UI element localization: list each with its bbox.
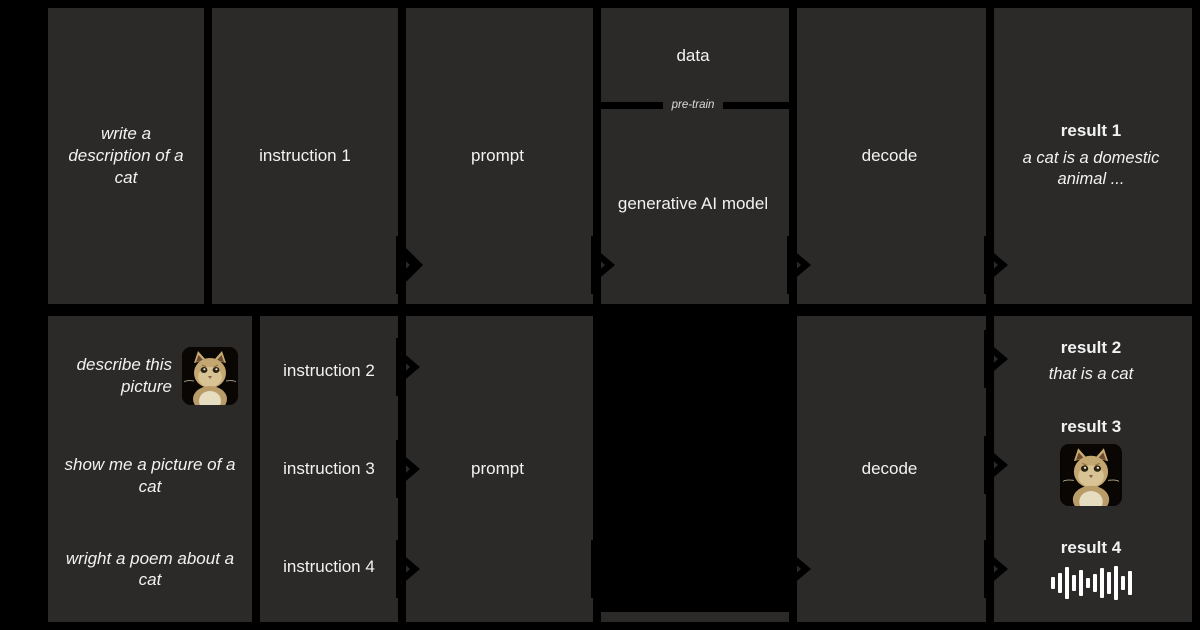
multimodal-instruction-panel[interactable]: instruction 2 instruction 3 instruction … [260,316,398,622]
unimodal-data-label: data [676,46,710,66]
unimodal-input-text: write a description of a cat [68,124,184,187]
multimodal-input-text-1: describe this picture [76,355,172,396]
bottom-border [0,622,1200,630]
multimodal-input-text-2: show me a picture of a cat [64,455,236,497]
divider-unimodal-input-instruction-b [204,146,212,308]
multimodal-result-title-2: result 3 [1060,416,1122,436]
top-border [0,0,1200,8]
multimodal-instruction-item-1[interactable]: instruction 2 [274,360,384,382]
row-separator [0,304,1200,316]
multimodal-input-text-3: wright a poem about a cat [65,548,235,590]
waveform-bar [1085,577,1090,588]
divider-multimodal-instruction-prompt [398,312,406,630]
divider-unimodal-prompt-model [593,0,601,308]
multimodal-instruction-label-2: instruction 3 [283,459,375,479]
waveform-bar [1050,576,1055,589]
unimodal-decode-label: decode [861,146,918,166]
multimodal-prompt-label: prompt [471,459,524,479]
unimodal-prompt-label: prompt [471,146,524,166]
multimodal-input-item-2[interactable]: show me a picture of a cat [62,454,238,498]
multimodal-result-title-1: result 2 [1060,338,1122,358]
divider-unimodal-input-instruction-a [204,0,212,126]
divider-multimodal-decode-result [986,312,994,630]
multimodal-result-title-3: result 4 [1060,537,1122,557]
divider-unimodal-model-decode [789,0,797,308]
waveform-bar [1078,569,1083,596]
divider-multimodal-input-instruction [252,312,260,630]
multimodal-decode-panel[interactable]: decode [793,316,986,622]
multimodal-input-panel[interactable]: describe this picture [48,316,252,622]
unimodal-model-panel[interactable]: data pre-train generative AI model [597,8,790,304]
divider-unimodal-decode-result [986,0,994,308]
waveform-bar [1099,567,1104,598]
waveform-bar [1064,566,1069,599]
waveform-bar [1106,571,1111,594]
divider-multimodal-model-decode [789,312,797,630]
waveform-bar [1071,574,1076,591]
unimodal-result-title: result 1 [1060,120,1122,140]
multimodal-instruction-label-1: instruction 2 [283,361,375,381]
unimodal-decode-panel[interactable]: decode [793,8,986,304]
multimodal-result-item-2[interactable]: result 3 [1004,416,1178,507]
multimodal-instruction-label-3: instruction 4 [283,557,375,577]
multimodal-result-item-3[interactable]: result 4 [1004,537,1178,601]
multimodal-instruction-item-2[interactable]: instruction 3 [274,458,384,480]
unimodal-prompt-panel[interactable]: prompt [402,8,593,304]
multimodal-instruction-item-3[interactable]: instruction 4 [274,556,384,578]
waveform-bar [1113,565,1118,600]
multimodal-result-text-1: that is a cat [1048,365,1134,384]
cat-photo-icon [182,346,238,405]
unimodal-model-label: generative AI model [617,194,769,214]
audio-waveform-icon [1050,565,1132,601]
left-border [0,0,48,630]
multimodal-input-item-1[interactable]: describe this picture [62,346,238,405]
multimodal-decode-label: decode [861,459,918,479]
divider-unimodal-instruction-prompt [398,0,406,308]
multimodal-result-item-1[interactable]: result 2 that is a cat [1004,337,1178,385]
waveform-bar [1057,572,1062,593]
divider-multimodal-prompt-model [593,312,601,630]
unimodal-instruction-label: instruction 1 [259,146,351,166]
waveform-bar [1120,575,1125,590]
waveform-bar [1127,570,1132,595]
unimodal-input-panel[interactable]: write a description of a cat [48,8,204,304]
unimodal-instruction-panel[interactable]: instruction 1 [212,8,398,304]
multimodal-prompt-panel[interactable]: prompt [402,316,593,622]
cat-photo-icon [1060,444,1122,507]
multimodal-input-item-3[interactable]: wright a poem about a cat [62,548,238,592]
waveform-bar [1092,573,1097,592]
unimodal-result-panel[interactable]: result 1 a cat is a domestic animal ... [990,8,1192,304]
unimodal-result-text: a cat is a domestic animal ... [1022,149,1160,189]
multimodal-result-panel[interactable]: result 2 that is a cat result 3 [990,316,1192,622]
